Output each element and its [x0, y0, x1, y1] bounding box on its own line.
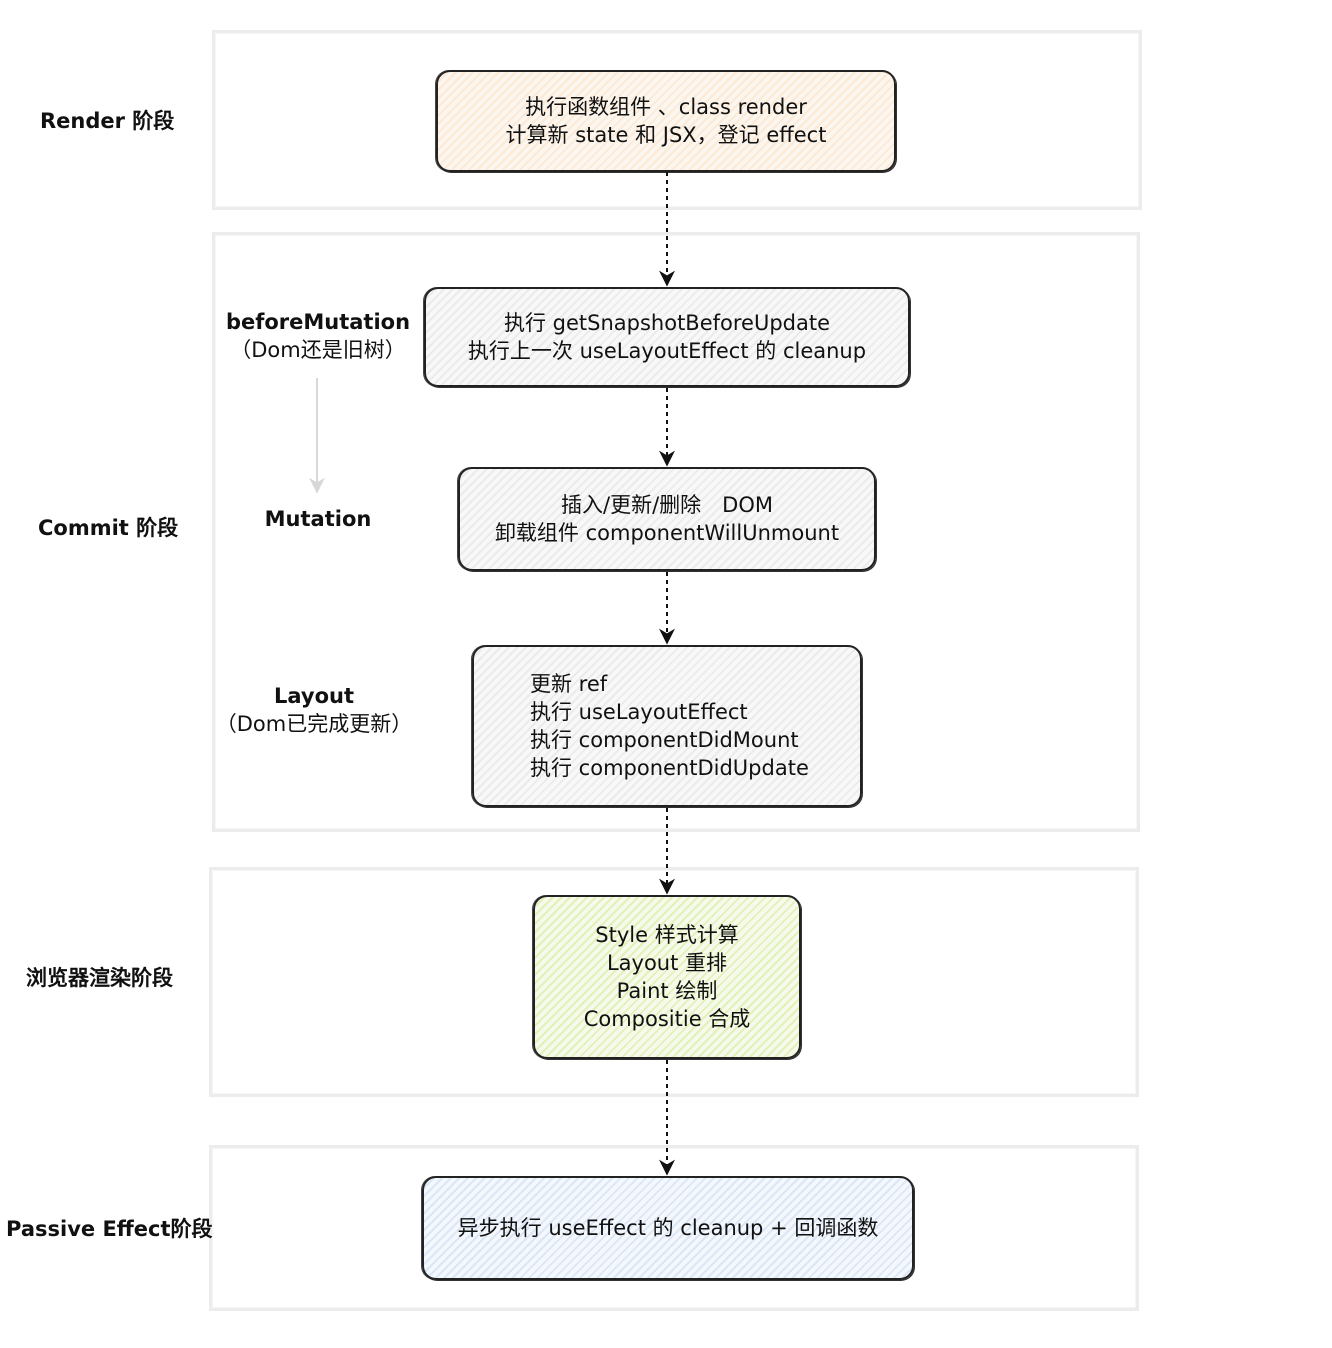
box-line: 执行 getSnapshotBeforeUpdate — [503, 311, 831, 335]
box-line: 执行 componentDidUpdate — [530, 756, 809, 780]
box-line: Compositie 合成 — [583, 1007, 751, 1031]
box-line: 执行 componentDidMount — [530, 728, 799, 752]
sub-phase-before-mutation: beforeMutation （Dom还是旧树） — [222, 308, 414, 364]
stage-label-render: Render 阶段 — [40, 109, 175, 133]
sub-phase-title: Layout — [273, 684, 354, 708]
mutation-box: 插入/更新/删除 DOM 卸载组件 componentWillUnmount — [458, 467, 876, 571]
sub-phase-title: beforeMutation — [225, 310, 411, 334]
box-line: Style 样式计算 — [595, 923, 739, 947]
stage-label-passive: Passive Effect阶段 — [6, 1217, 213, 1241]
box-line: 插入/更新/删除 DOM — [561, 493, 773, 517]
render-box: 执行函数组件 、class render 计算新 state 和 JSX，登记 … — [436, 70, 896, 172]
passive-section — [209, 1145, 1139, 1311]
render-section — [212, 30, 1142, 210]
sub-phase-title: Mutation — [264, 507, 372, 531]
box-line: 执行函数组件 、class render — [525, 95, 807, 119]
browser-box: Style 样式计算 Layout 重排 Paint 绘制 Compositie… — [533, 895, 801, 1059]
browser-section — [209, 867, 1139, 1097]
sub-phase-mutation: Mutation — [222, 505, 414, 533]
box-line: Layout 重排 — [606, 951, 728, 975]
box-line: Paint 绘制 — [616, 979, 718, 1003]
box-line: 执行上一次 useLayoutEffect 的 cleanup — [467, 339, 867, 363]
box-line: 更新 ref — [530, 672, 608, 696]
box-line: 计算新 state 和 JSX，登记 effect — [505, 123, 827, 147]
commit-section — [212, 232, 1140, 832]
before-mutation-box: 执行 getSnapshotBeforeUpdate 执行上一次 useLayo… — [424, 287, 910, 387]
layout-box: 更新 ref 执行 useLayoutEffect 执行 componentDi… — [472, 645, 862, 807]
stage-label-browser: 浏览器渲染阶段 — [26, 966, 173, 990]
sub-phase-layout: Layout （Dom已完成更新） — [214, 682, 414, 738]
box-line: 卸载组件 componentWillUnmount — [494, 521, 840, 545]
box-line: 异步执行 useEffect 的 cleanup + 回调函数 — [457, 1216, 879, 1240]
passive-box: 异步执行 useEffect 的 cleanup + 回调函数 — [422, 1176, 914, 1280]
sub-phase-note: （Dom已完成更新） — [215, 712, 413, 736]
sub-phase-note: （Dom还是旧树） — [230, 338, 406, 362]
stage-label-commit: Commit 阶段 — [38, 516, 179, 540]
box-line: 执行 useLayoutEffect — [530, 700, 748, 724]
